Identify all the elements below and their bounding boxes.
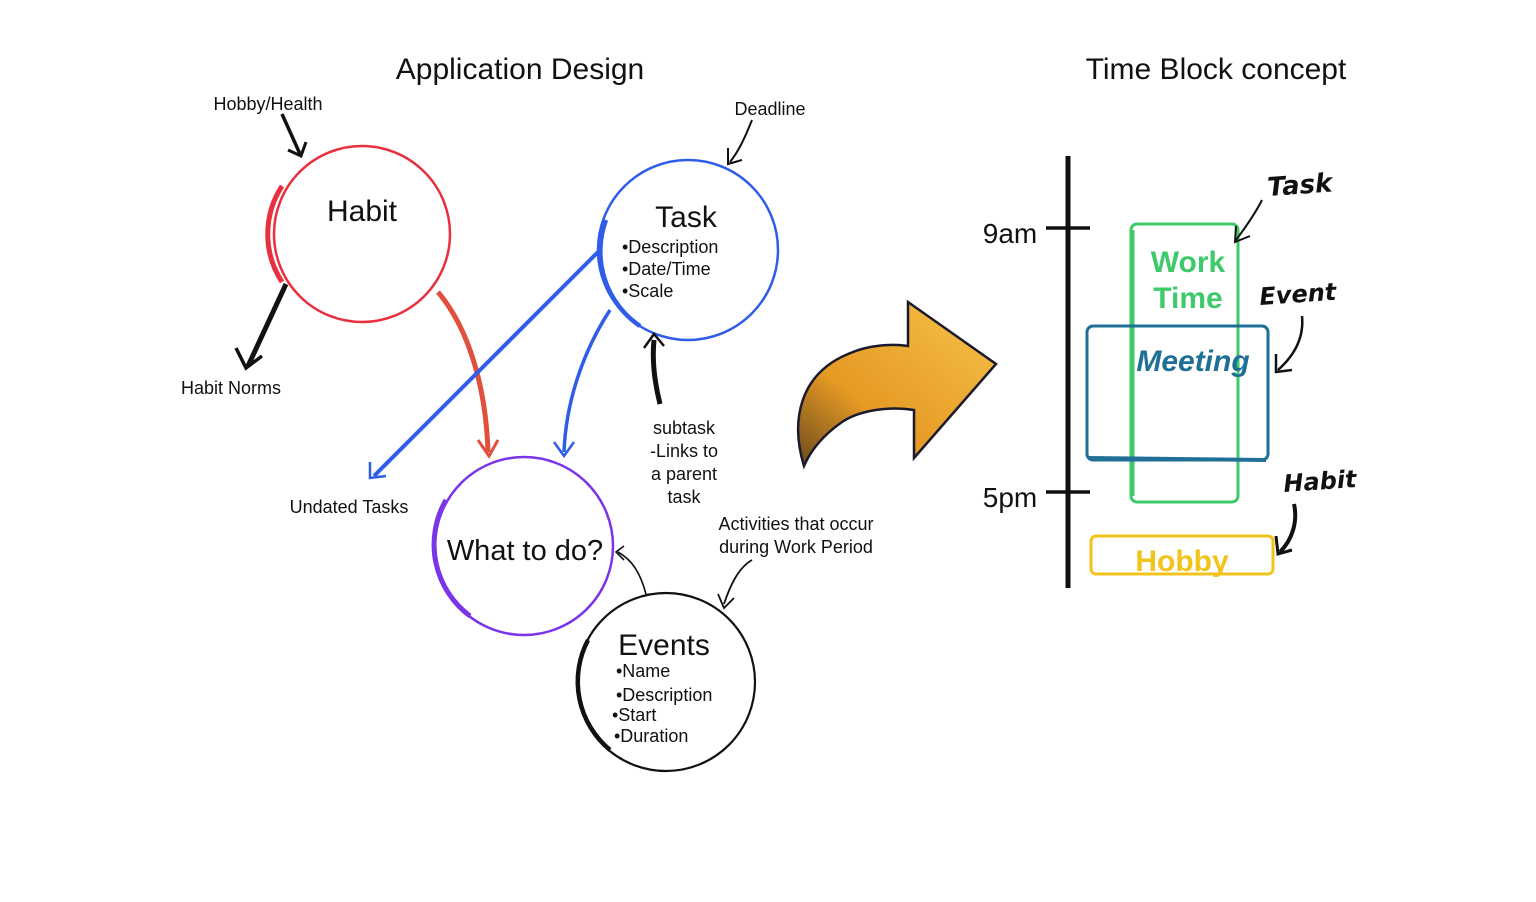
subtask-line-2: -Links to: [650, 441, 718, 461]
hobby-label: Hobby: [1135, 545, 1229, 578]
task-field-datetime: •Date/Time: [622, 259, 711, 279]
work-time-line-1: Work: [1151, 246, 1226, 279]
events-label: Events: [618, 629, 710, 662]
task-field-description: •Description: [622, 237, 718, 257]
event-annotation-arrow: [1277, 315, 1304, 371]
subtask-line-3: a parent: [651, 464, 717, 484]
events-field-name: •Name: [616, 661, 670, 681]
deadline-annotation: Deadline: [734, 99, 805, 119]
deadline-arrow: [729, 119, 753, 163]
habit-circle-accent: [265, 184, 285, 284]
hobby-block: [1089, 534, 1275, 576]
task-field-scale: •Scale: [622, 281, 673, 301]
transition-arrow: [797, 299, 998, 470]
event-handwritten-annotation: Event: [1258, 278, 1338, 311]
habit-norms-annotation: Habit Norms: [181, 378, 281, 398]
habit-norms-arrow: [245, 282, 289, 368]
task-label: Task: [655, 201, 718, 234]
task-to-undated-arrow: [372, 250, 600, 478]
habit-handwritten-annotation: Habit: [1282, 465, 1358, 498]
application-design-title: Application Design: [396, 53, 644, 86]
activities-line-1: Activities that occur: [718, 514, 873, 534]
task-handwritten-annotation: Task: [1266, 168, 1335, 203]
task-annotation-arrow: [1235, 199, 1263, 241]
habit-circle: [272, 144, 452, 324]
label-5pm: 5pm: [983, 482, 1037, 513]
activities-line-2: during Work Period: [719, 537, 873, 557]
work-time-line-2: Time: [1153, 282, 1222, 315]
events-field-duration: •Duration: [614, 726, 688, 746]
time-block-title: Time Block concept: [1086, 53, 1347, 86]
what-to-do-label: What to do?: [447, 535, 603, 567]
label-9am: 9am: [983, 218, 1037, 249]
habit-annotation-arrow: [1278, 503, 1298, 554]
subtask-line-1: subtask: [653, 418, 716, 438]
task-to-what-arrow: [562, 309, 612, 453]
hobby-health-annotation: Hobby/Health: [213, 94, 322, 114]
subtask-arrow: [650, 339, 663, 405]
events-field-description: •Description: [616, 685, 712, 705]
events-field-start: •Start: [612, 705, 656, 725]
activities-arrow: [723, 559, 753, 605]
hobby-health-arrow: [280, 113, 302, 155]
subtask-line-4: task: [667, 487, 701, 507]
meeting-label: Meeting: [1136, 345, 1249, 378]
events-to-what-arrow: [617, 551, 647, 595]
habit-label: Habit: [327, 195, 398, 228]
habit-to-what-arrow: [436, 290, 491, 453]
undated-tasks-annotation: Undated Tasks: [290, 497, 409, 517]
